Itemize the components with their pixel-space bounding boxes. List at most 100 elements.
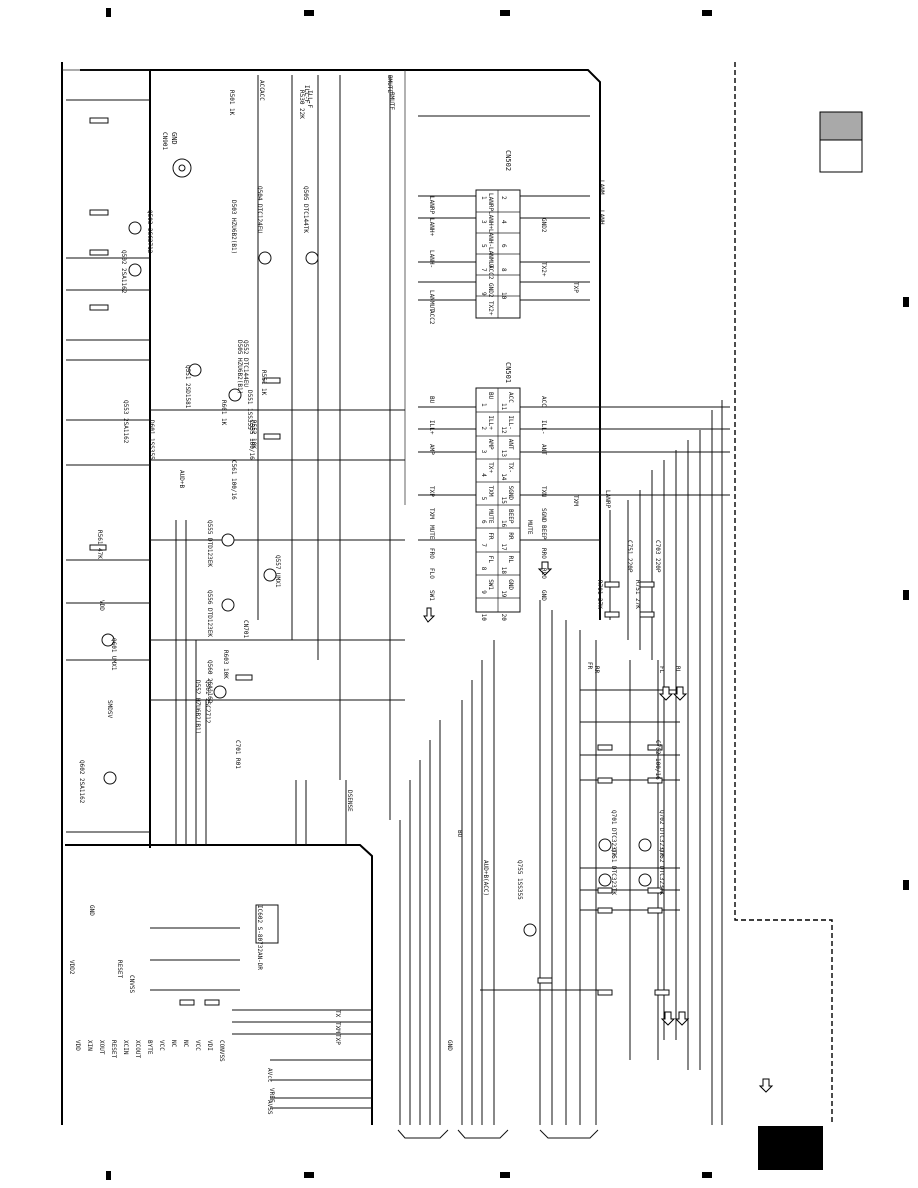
- cn502-pin-number: 1: [480, 196, 487, 200]
- component-label: Q551 2SD1581: [184, 365, 191, 409]
- pin-label: FRO: [428, 548, 435, 559]
- bottom-net-label: TXP: [334, 1034, 341, 1045]
- pin-label: TXM: [428, 508, 435, 519]
- component-label: R530 22K: [298, 90, 305, 119]
- pin-label: GND: [446, 1040, 453, 1051]
- cn501-pin-number: 3: [480, 450, 487, 454]
- component-label: Q503 2SC2712: [146, 210, 153, 254]
- cn502-pin-name: LANRP: [487, 193, 494, 211]
- component-label: D551 1SS355: [246, 390, 253, 430]
- cn501-pin-number: 10: [480, 614, 487, 622]
- component-label: R501 1K: [228, 90, 235, 116]
- cn501-pin-name: ACC: [507, 392, 514, 403]
- component-label: C561 100/16: [230, 460, 237, 500]
- cn502-pin-number: 9: [480, 292, 487, 296]
- bottom-net-label: VDD2: [68, 960, 75, 975]
- cn502-pin-name: LANMUT: [487, 247, 494, 269]
- net-label: ACC: [258, 90, 265, 101]
- pin-label: LANH+: [428, 218, 435, 236]
- ic-pin-name: NC: [170, 1040, 177, 1048]
- pin-label: MUTE: [428, 525, 435, 540]
- cn501-pin-number: 1: [480, 403, 487, 407]
- connector-cn501: CN501: [475, 362, 521, 613]
- cn501-pin-name: SGND: [507, 486, 514, 501]
- cn501-pin-number: 6: [480, 520, 487, 524]
- component-label: R551 1K: [260, 370, 267, 396]
- net-label: LANH: [598, 210, 605, 225]
- cn501-pin-name: FR: [487, 532, 494, 540]
- cn501-pin-number: 7: [480, 543, 487, 547]
- net-label: DSENSE: [346, 790, 353, 812]
- component-label: R561 47K: [96, 530, 103, 559]
- pin-label: BEEP: [540, 525, 547, 540]
- pin-label: VDD: [98, 600, 105, 611]
- component-label: D505 HZU6B2(B1): [236, 340, 243, 394]
- page-number-box: [758, 1126, 823, 1170]
- ic-pin-name: XOUT: [98, 1040, 105, 1055]
- net-label: RL: [674, 666, 681, 674]
- cn501-pin-name: TXM: [487, 486, 494, 497]
- cn501-pin-number: 9: [480, 590, 487, 594]
- cn501-pin-name: RL: [507, 556, 514, 564]
- cn501-ref: CN501: [504, 362, 512, 383]
- cn501-pin-name: RR: [507, 532, 514, 540]
- component-label: Q556 DTD123EK: [206, 590, 213, 637]
- pin-label: BMUTE: [386, 75, 393, 93]
- cn501-pin-name: TX+: [487, 462, 494, 473]
- board-outlines: [61, 62, 601, 1125]
- component-label: Q502 2SA1162: [120, 250, 127, 294]
- component-label: R601 1K: [220, 400, 227, 426]
- cn502-pin-number: 7: [480, 268, 487, 272]
- cn501-pin-text: BUILL+AMPTX+TXMMUTEFRFLSW1ACCILL-ANTTX-S…: [480, 392, 514, 621]
- cn501-pin-number: 20: [500, 614, 507, 622]
- net-label: LANRP: [604, 490, 611, 508]
- pin-label: LANRP: [428, 196, 435, 214]
- bottom-net-label: TXM: [334, 1022, 341, 1033]
- component-label: Q755 1SS355: [516, 860, 523, 900]
- bottom-net-label: AVSS: [266, 1100, 273, 1115]
- cn502-pin-name: LANH+: [487, 211, 494, 229]
- pin-label: BU: [428, 396, 435, 404]
- ic-pin-name: XCIN: [122, 1040, 129, 1055]
- cn502-pin-number: 5: [480, 244, 487, 248]
- cn502-pin-number: 2: [500, 196, 507, 200]
- component-label: R552 10K: [250, 420, 257, 449]
- board-boundary: [734, 62, 833, 1122]
- net-label: TXP: [572, 282, 579, 293]
- bottom-net-label: TX: [334, 1010, 341, 1018]
- pin-label: TX2+: [540, 262, 547, 277]
- component-label: Q560 2SA1162: [206, 660, 213, 704]
- cn501-pin-name: GND: [507, 579, 514, 590]
- pin-label: TXN: [540, 486, 547, 497]
- ic-pin-name: XCOUT: [134, 1040, 141, 1058]
- signal-wires: [66, 99, 730, 1109]
- component-label: D601 1SS355: [148, 420, 155, 460]
- cn502-pin-name: ACC2: [487, 265, 494, 280]
- cn501-pin-number: 2: [480, 426, 487, 430]
- bottom-net-label: AVcc: [266, 1068, 273, 1083]
- cn502-pin-name: TX2+: [487, 301, 494, 316]
- cn501-pin-name: ILL+: [487, 415, 494, 430]
- component-label: R603 10K: [222, 650, 229, 679]
- cn502-ref: CN502: [504, 150, 512, 171]
- component-label: IC602 S-80732AN-DR: [256, 905, 263, 970]
- bottom-net-label: VREF: [268, 1088, 275, 1103]
- cn501-pin-number: 8: [480, 567, 487, 571]
- pin-label: TXP: [428, 486, 435, 497]
- pin-label: SW1: [428, 590, 435, 601]
- cn502-pin-number: 10: [500, 292, 507, 300]
- net-label: AUD+B(ACC): [482, 860, 489, 896]
- connector-cn502: CN502: [475, 150, 521, 319]
- component-label: Q553 2SA1162: [122, 400, 129, 444]
- cn501-pin-number: 18: [500, 567, 507, 575]
- vertical-wires: [175, 75, 723, 1125]
- component-label: Q702 DTC323TK: [658, 810, 665, 857]
- cn501-pin-name: BU: [487, 392, 494, 400]
- ic-pin-name: BYTE: [146, 1040, 153, 1055]
- pin-label: ILL+: [428, 420, 435, 435]
- component-label: Q552 DTC144EU: [242, 340, 249, 387]
- component-label: C751 220P: [626, 540, 633, 573]
- cn502-pin-name: LANH-: [487, 229, 494, 247]
- bottom-net-label: GND: [88, 905, 95, 916]
